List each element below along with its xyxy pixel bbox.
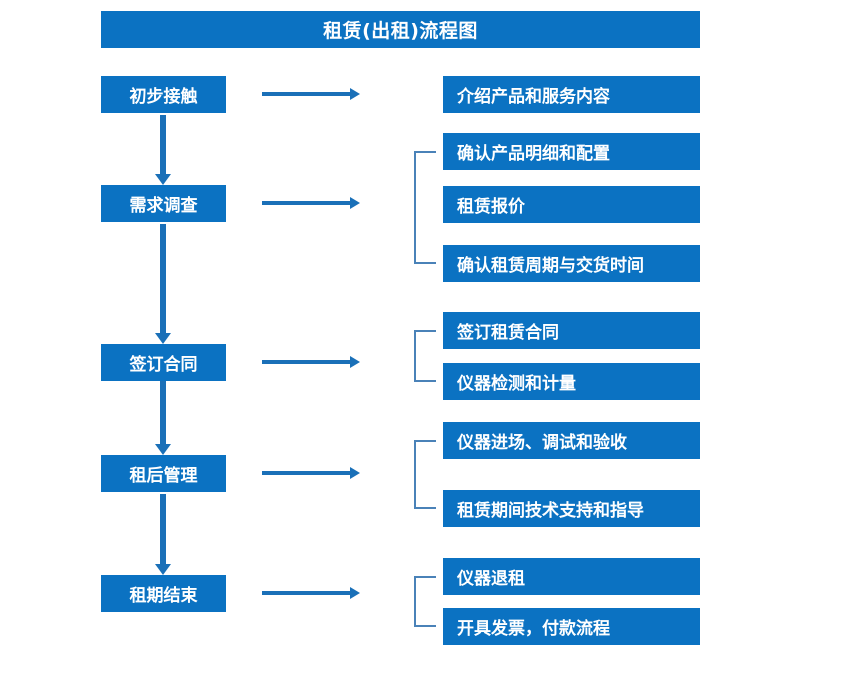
flow-arrow-right-icon [262,587,360,599]
detail-box[interactable]: 仪器退租 [443,558,700,595]
detail-box[interactable]: 租赁报价 [443,186,700,223]
flow-arrow-down-icon [155,115,171,185]
flowchart-title: 租赁(出租)流程图 [101,11,700,48]
detail-box[interactable]: 仪器进场、调试和验收 [443,422,700,459]
flow-arrow-down-icon [155,224,171,344]
flow-arrow-right-icon [262,356,360,368]
arrow-head [350,356,360,368]
group-bracket [414,151,436,264]
detail-box[interactable]: 介绍产品和服务内容 [443,76,700,113]
arrow-head [350,467,360,479]
stage-box[interactable]: 租期结束 [101,575,226,612]
arrow-shaft [160,381,166,444]
arrow-shaft [262,201,350,205]
detail-box[interactable]: 仪器检测和计量 [443,363,700,400]
stage-box[interactable]: 签订合同 [101,344,226,381]
detail-box[interactable]: 确认租赁周期与交货时间 [443,245,700,282]
flow-arrow-right-icon [262,88,360,100]
arrow-shaft [160,115,166,174]
arrow-head [155,333,171,344]
stage-box[interactable]: 初步接触 [101,76,226,113]
arrow-shaft [262,471,350,475]
flow-arrow-down-icon [155,494,171,575]
arrow-head [350,88,360,100]
flow-arrow-down-icon [155,381,171,455]
stage-box[interactable]: 需求调查 [101,185,226,222]
arrow-head [155,174,171,185]
group-bracket [414,576,436,627]
arrow-shaft [262,591,350,595]
arrow-shaft [262,92,350,96]
flow-arrow-right-icon [262,197,360,209]
group-bracket [414,440,436,509]
arrow-head [350,587,360,599]
arrow-shaft [262,360,350,364]
arrow-head [350,197,360,209]
group-bracket [414,330,436,382]
stage-box[interactable]: 租后管理 [101,455,226,492]
arrow-shaft [160,224,166,333]
arrow-head [155,564,171,575]
arrow-head [155,444,171,455]
flow-arrow-right-icon [262,467,360,479]
detail-box[interactable]: 租赁期间技术支持和指导 [443,490,700,527]
detail-box[interactable]: 签订租赁合同 [443,312,700,349]
detail-box[interactable]: 开具发票，付款流程 [443,608,700,645]
arrow-shaft [160,494,166,564]
detail-box[interactable]: 确认产品明细和配置 [443,133,700,170]
